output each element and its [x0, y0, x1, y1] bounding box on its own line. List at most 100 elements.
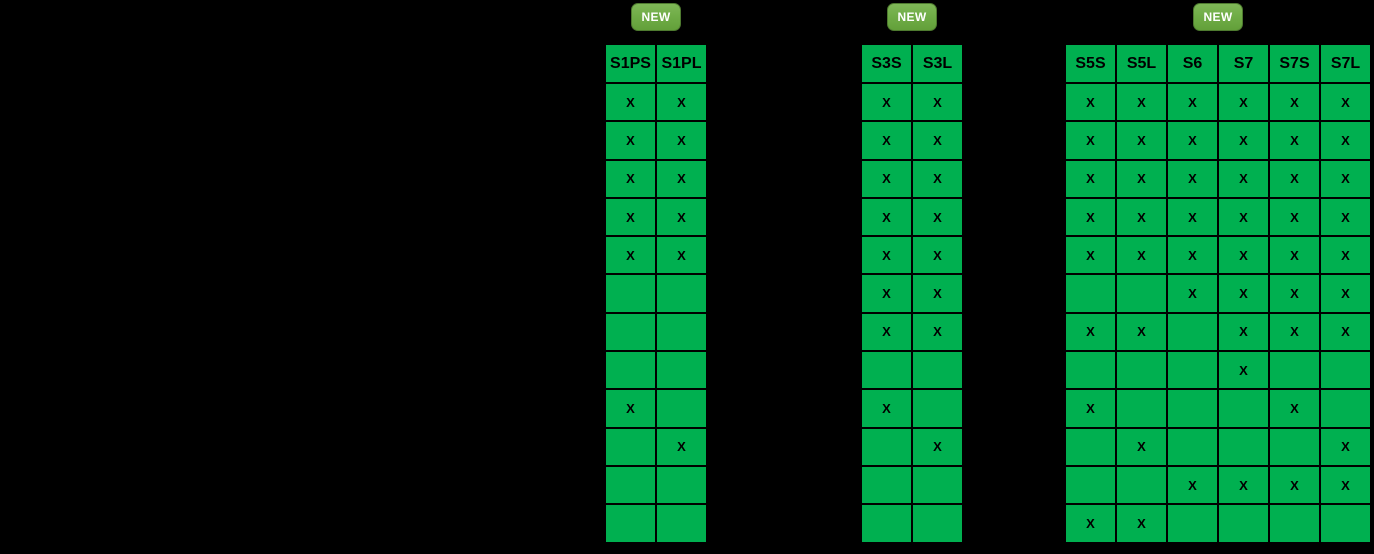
matrix-cell-empty — [1168, 313, 1217, 351]
matrix-cell-marked: X — [1168, 466, 1217, 504]
matrix-cell-marked: X — [606, 84, 655, 121]
matrix-cell-marked: X — [606, 160, 655, 197]
matrix-cell-marked: X — [657, 428, 706, 465]
column-header-s5l: S5L — [1117, 45, 1166, 82]
matrix-cell-empty — [657, 505, 706, 542]
matrix-cell-empty — [657, 313, 706, 351]
new-badge: NEW — [631, 3, 681, 31]
matrix-cell-empty — [657, 390, 706, 427]
matrix-cell-marked: X — [1066, 390, 1115, 427]
matrix-cell-marked: X — [1117, 122, 1166, 159]
column-header-s1pl: S1PL — [657, 45, 706, 82]
matrix-cell-marked: X — [1321, 122, 1370, 159]
matrix-cell-marked: X — [606, 390, 655, 427]
matrix-cell-marked: X — [1117, 84, 1166, 121]
matrix-cell-empty — [913, 390, 962, 427]
matrix-cell-marked: X — [657, 160, 706, 197]
matrix-cell-empty — [913, 466, 962, 504]
matrix-cell-empty — [862, 352, 911, 389]
matrix-cell-marked: X — [913, 84, 962, 121]
column-header-s1ps: S1PS — [606, 45, 655, 82]
matrix-cell-empty — [862, 428, 911, 465]
matrix-cell-empty — [1117, 390, 1166, 427]
matrix-cell-marked: X — [606, 237, 655, 274]
matrix-cell-marked: X — [913, 313, 962, 351]
matrix-cell-marked: X — [1219, 313, 1268, 351]
matrix-cell-marked: X — [1168, 275, 1217, 312]
matrix-cell-marked: X — [1270, 160, 1319, 197]
matrix-cell-empty — [1219, 390, 1268, 427]
matrix-cell-empty — [657, 466, 706, 504]
matrix-cell-marked: X — [1321, 428, 1370, 465]
column-header-s6: S6 — [1168, 45, 1217, 82]
matrix-cell-marked: X — [913, 122, 962, 159]
matrix-cell-marked: X — [1270, 198, 1319, 236]
matrix-cell-marked: X — [862, 237, 911, 274]
matrix-cell-marked: X — [657, 237, 706, 274]
matrix-cell-empty — [1270, 352, 1319, 389]
matrix-cell-empty — [862, 505, 911, 542]
matrix-cell-marked: X — [1117, 160, 1166, 197]
column-header-s7s: S7S — [1270, 45, 1319, 82]
matrix-cell-marked: X — [1066, 313, 1115, 351]
matrix-cell-empty — [1117, 466, 1166, 504]
matrix-cell-marked: X — [1270, 313, 1319, 351]
new-badge: NEW — [1193, 3, 1243, 31]
matrix-cell-empty — [1270, 505, 1319, 542]
matrix-cell-empty — [606, 428, 655, 465]
matrix-cell-empty — [606, 505, 655, 542]
matrix-cell-empty — [1168, 428, 1217, 465]
matrix-cell-marked: X — [913, 275, 962, 312]
column-header-s7: S7 — [1219, 45, 1268, 82]
matrix-cell-empty — [1321, 505, 1370, 542]
matrix-cell-empty — [1066, 352, 1115, 389]
matrix-cell-empty — [1066, 275, 1115, 312]
matrix-cell-marked: X — [862, 84, 911, 121]
matrix-cell-empty — [606, 466, 655, 504]
matrix-cell-marked: X — [862, 313, 911, 351]
matrix-cell-marked: X — [1117, 237, 1166, 274]
matrix-cell-marked: X — [1066, 198, 1115, 236]
matrix-cell-marked: X — [1270, 275, 1319, 312]
matrix-cell-marked: X — [1321, 466, 1370, 504]
matrix-cell-marked: X — [1168, 198, 1217, 236]
matrix-cell-marked: X — [913, 198, 962, 236]
matrix-cell-marked: X — [1066, 122, 1115, 159]
column-header-s5s: S5S — [1066, 45, 1115, 82]
matrix-cell-empty — [1219, 505, 1268, 542]
matrix-cell-marked: X — [1168, 237, 1217, 274]
matrix-cell-marked: X — [1219, 160, 1268, 197]
matrix-cell-marked: X — [1219, 198, 1268, 236]
matrix-cell-marked: X — [606, 198, 655, 236]
matrix-cell-marked: X — [657, 198, 706, 236]
matrix-cell-marked: X — [1066, 505, 1115, 542]
matrix-cell-marked: X — [913, 237, 962, 274]
matrix-cell-marked: X — [913, 428, 962, 465]
matrix-cell-empty — [862, 466, 911, 504]
column-header-s7l: S7L — [1321, 45, 1370, 82]
matrix-cell-empty — [1219, 428, 1268, 465]
matrix-cell-marked: X — [1066, 160, 1115, 197]
column-header-s3s: S3S — [862, 45, 911, 82]
matrix-cell-empty — [606, 313, 655, 351]
matrix-cell-marked: X — [657, 122, 706, 159]
matrix-cell-empty — [657, 352, 706, 389]
matrix-cell-empty — [1066, 428, 1115, 465]
matrix-cell-empty — [1321, 352, 1370, 389]
matrix-cell-marked: X — [862, 122, 911, 159]
matrix-cell-marked: X — [657, 84, 706, 121]
matrix-cell-marked: X — [1270, 237, 1319, 274]
matrix-cell-marked: X — [1117, 313, 1166, 351]
column-header-s3l: S3L — [913, 45, 962, 82]
matrix-cell-marked: X — [862, 275, 911, 312]
matrix-cell-marked: X — [1168, 122, 1217, 159]
matrix-cell-marked: X — [1219, 466, 1268, 504]
matrix-cell-marked: X — [1117, 505, 1166, 542]
